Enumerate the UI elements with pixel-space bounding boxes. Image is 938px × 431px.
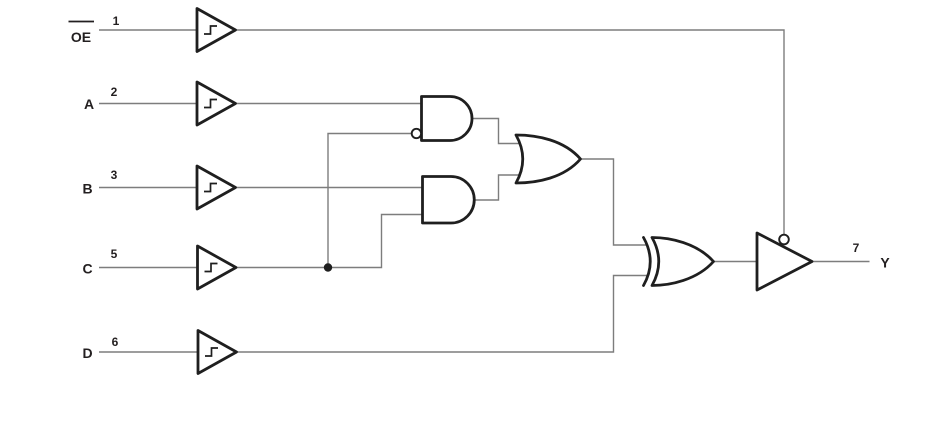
xor-input-arc xyxy=(642,236,652,287)
schmitt-trigger-icon xyxy=(204,98,217,109)
schmitt-buffer-b xyxy=(195,164,237,211)
schmitt-trigger-icon xyxy=(204,25,217,35)
schmitt-buffer-d xyxy=(196,329,238,375)
and1-gate xyxy=(420,95,474,142)
input-buffers xyxy=(195,7,238,375)
c-label: C xyxy=(82,261,92,277)
wires xyxy=(99,29,870,353)
a-label: A xyxy=(84,96,94,112)
wire-c-branch-to-and1-bubble xyxy=(327,132,412,268)
output-enable-bubble-icon xyxy=(778,233,790,246)
pin-7-label: 7 xyxy=(853,241,860,255)
junction-dot xyxy=(323,263,333,272)
gates xyxy=(410,95,814,292)
pin-1-label: 1 xyxy=(113,14,120,28)
wire-and1-to-or xyxy=(472,117,522,145)
and1-inverted-input-bubble-icon xyxy=(410,127,423,140)
wire-d-to-xor xyxy=(236,274,647,353)
and2-gate xyxy=(421,175,476,225)
y-label: Y xyxy=(880,255,890,271)
pin-6-label: 6 xyxy=(112,335,119,349)
schmitt-buffer-c xyxy=(196,244,238,291)
pin-2-label: 2 xyxy=(111,85,118,99)
wire-c-to-and2 xyxy=(236,213,423,269)
wire-and2-to-or xyxy=(474,174,522,201)
schmitt-trigger-icon xyxy=(204,262,218,273)
or-gate xyxy=(514,133,582,185)
schmitt-trigger-icon xyxy=(204,182,217,193)
pin-3-label: 3 xyxy=(111,168,118,182)
output-buffer xyxy=(755,231,814,292)
labels: OE 1 A 2 B 3 C 5 D 6 7 Y xyxy=(68,14,890,361)
pin-5-label: 5 xyxy=(111,247,118,261)
schmitt-buffer-a xyxy=(195,80,237,127)
wire-or-to-xor xyxy=(579,158,647,246)
b-label: B xyxy=(82,181,92,197)
d-label: D xyxy=(82,345,92,361)
schmitt-buffer-oe xyxy=(195,7,237,53)
schmitt-trigger-icon xyxy=(205,347,218,357)
wire-oe-to-enable-bubble xyxy=(235,29,785,235)
oe-label: OE xyxy=(71,29,91,45)
xor-gate xyxy=(650,236,715,287)
